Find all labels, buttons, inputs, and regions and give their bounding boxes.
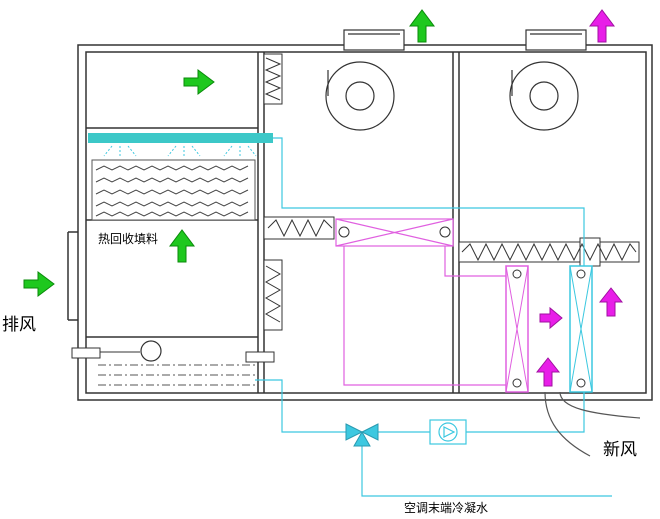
heat-recovery-fill	[91, 159, 256, 221]
three-way-valve-icon	[345, 423, 379, 447]
fresh-air-label: 新风	[603, 440, 637, 460]
cyan-coil	[569, 265, 593, 393]
exhaust-air-label: 排风	[2, 315, 36, 335]
heat-recovery-fill-label: 热回收填料	[98, 232, 158, 246]
float-valve	[140, 340, 162, 362]
exhaust-fan	[325, 29, 405, 131]
fresh-air-duct	[544, 391, 641, 457]
green-arrows	[23, 9, 435, 297]
terminal-chilled-water-label: 空调末端冷凝水	[404, 500, 488, 515]
exhaust-inlet-plate	[67, 231, 78, 321]
pink-coil	[505, 265, 529, 393]
fill-up-arrow-icon	[169, 229, 195, 263]
spray-bar	[88, 133, 273, 158]
supply-outlet-arrow-icon	[589, 9, 615, 43]
magenta-arrows	[535, 9, 624, 387]
water-tank	[71, 340, 275, 386]
supply-up-arrow-icon	[598, 287, 624, 317]
exhaust-outlet-arrow-icon	[409, 9, 435, 43]
exhaust-inlet-arrow-icon	[23, 271, 55, 297]
fresh-air-up-arrow-icon	[535, 357, 561, 387]
pink-pipes	[335, 218, 516, 386]
supply-fan	[509, 29, 587, 131]
cyan-water-pipes	[255, 137, 612, 497]
pump-icon	[429, 419, 467, 445]
damper-blades	[264, 57, 637, 323]
pink-coil-node-icons	[338, 226, 451, 238]
top-flow-arrow-icon	[183, 69, 215, 95]
fresh-air-right-arrow-icon	[539, 306, 563, 330]
